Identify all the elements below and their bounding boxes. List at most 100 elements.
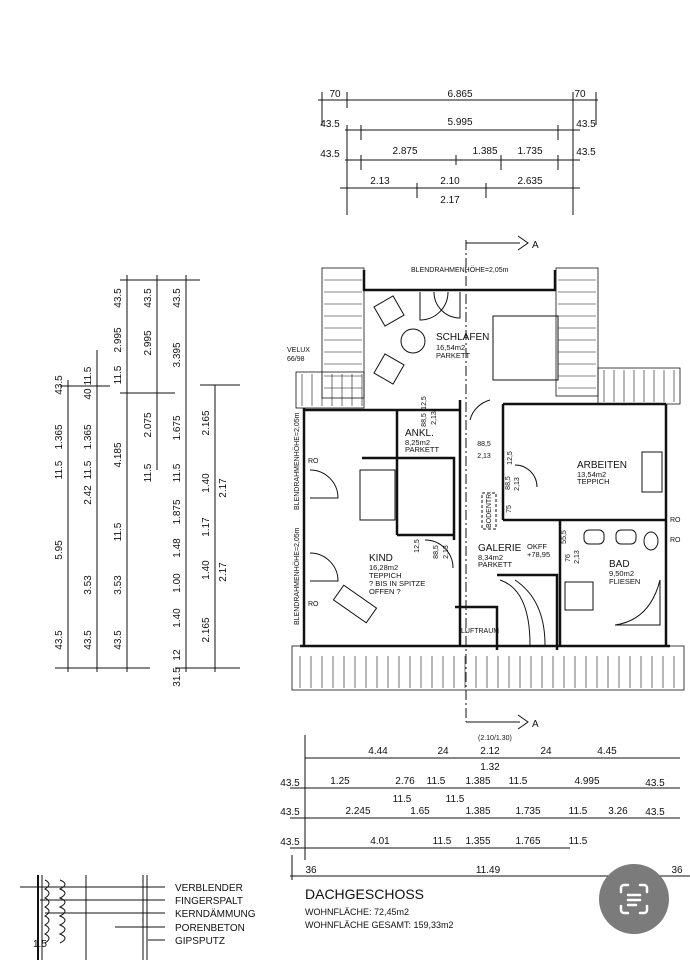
dimension-label: 1.385 [472, 146, 497, 157]
dimension-label: 24 [540, 746, 552, 757]
dimension-label: 43.5 [645, 807, 665, 818]
dimension-label: 5.95 [54, 540, 65, 560]
dimension-label: 43.5 [113, 630, 124, 650]
dimension-label: 1.32 [480, 762, 500, 773]
dimension-label: 2,13 [477, 453, 491, 460]
dimension-label: 11.5 [427, 776, 446, 787]
dimension-label: 2.10 [440, 176, 460, 187]
dimension-label: 1.365 [54, 424, 65, 449]
dimension-label: 5.995 [447, 117, 472, 128]
dimension-label: 11.5 [172, 463, 183, 482]
dimension-label: 43.5 [83, 630, 94, 650]
okff-label: OKFF [527, 542, 547, 551]
dimension-label: 75 [506, 505, 513, 513]
living-area: WOHNFLÄCHE: 72,45m2 [305, 907, 409, 917]
dimension-label: 2,13 [514, 477, 521, 491]
room-note: OFFEN ? [369, 587, 401, 596]
dimension-label: 11.5 [143, 463, 154, 482]
dimension-label: 88,5 [505, 476, 512, 490]
dimension-label: 1.735 [515, 806, 540, 817]
dimension-label: 11.5 [113, 365, 124, 384]
dimension-label: 43.5 [645, 778, 665, 789]
dimension-label: 12,5 [414, 539, 421, 553]
dimension-label: 2.76 [395, 776, 415, 787]
dimension-label: 2.165 [201, 617, 212, 642]
room-name: GALERIE [478, 543, 522, 554]
dimension-label: 11.5 [433, 836, 452, 847]
room-arbeiten: ARBEITEN 13,54m2 TEPPICH [577, 460, 627, 486]
room-area: 16,54m2 [436, 343, 465, 352]
room-galerie: GALERIE 8,34m2 PARKETT OKFF +78,95 [478, 542, 550, 569]
dimension-label: 88,5 [421, 413, 428, 427]
room-area: 8,34m2 [478, 553, 503, 562]
section-marker-bottom: A [532, 719, 539, 730]
dimension-label: 1.48 [172, 538, 183, 558]
dimension-label: 2.165 [201, 410, 212, 435]
dimension-label: 31.5 [172, 667, 183, 687]
dimension-label: 2.075 [143, 412, 154, 437]
dimension-label: 2.42 [83, 485, 94, 505]
left-dimensions: 43.51.36511.55.9543.511.5401.36511.52.42… [54, 288, 229, 687]
dimension-label: 3.395 [172, 342, 183, 367]
dimension-label: 43.5 [280, 807, 300, 818]
dimension-label: 6.865 [447, 89, 472, 100]
dimension-label: 11.5 [83, 460, 94, 479]
blendrahmen-label-side-2: BLENDRAHMENHÖHE=2,05m [293, 527, 301, 625]
dimension-label: 4.995 [574, 776, 599, 787]
dimension-label: 70 [329, 89, 341, 100]
dimension-label: 2,13 [443, 545, 450, 559]
legend-dimension: 1.5 [33, 939, 47, 950]
luftraum-label: LUFTRAUM [461, 628, 499, 635]
room-kind: KIND 16,28m2 TEPPICH ? BIS IN SPITZE OFF… [369, 553, 425, 596]
room-bad: BAD 9,50m2 FLIESEN [609, 559, 640, 586]
dimension-label: 11.5 [569, 836, 588, 847]
dimension-label: 1.355 [465, 836, 490, 847]
velux-label: VELUX [287, 347, 310, 354]
room-name: KIND [369, 553, 393, 564]
dimension-label: 11.49 [476, 865, 501, 876]
dimension-label: 43.5 [280, 837, 300, 848]
room-floor: PARKETT [478, 560, 512, 569]
dimension-label: 3.26 [608, 806, 628, 817]
dimension-label: 4.01 [370, 836, 390, 847]
plan-title: DACHGESCHOSS [305, 886, 424, 902]
blendrahmen-label-top: BLENDRAHMENHÖHE=2,05m [411, 266, 509, 274]
room-floor: FLIESEN [609, 577, 640, 586]
dimension-label: 2.17 [218, 562, 229, 582]
legend-porenbeton: PORENBETON [175, 923, 245, 934]
dimension-label: 11.5 [569, 806, 588, 817]
dimension-label: 1.385 [465, 776, 490, 787]
dimension-label: 1.385 [465, 806, 490, 817]
dimension-label: 43.5 [54, 375, 65, 395]
dimension-label: 2.995 [113, 327, 124, 352]
room-floor: TEPPICH [577, 477, 610, 486]
dimension-label: 1.365 [83, 424, 94, 449]
dimension-label: 1.00 [172, 573, 183, 593]
section-marker-top: A [532, 240, 539, 251]
room-schlafen: SCHLAFEN 16,54m2 PARKETT [436, 332, 489, 360]
dimension-label: 12,5 [421, 396, 428, 410]
dimension-label: 2.635 [517, 176, 542, 187]
text-scan-button[interactable] [599, 864, 669, 934]
dimension-label: 24 [437, 746, 449, 757]
dimension-label: 3.53 [113, 575, 124, 595]
okff-value: +78,95 [527, 550, 550, 559]
bodentreppe-label: BODENTR. [486, 492, 493, 528]
dimension-label: 88,5 [433, 545, 440, 559]
living-area-total: WOHNFLÄCHE GESAMT: 159,33m2 [305, 920, 454, 930]
dimension-label: 1.40 [201, 560, 212, 580]
dimension-label: 2.245 [345, 806, 370, 817]
blendrahmen-label-side-1: BLENDRAHMENHÖHE=2,05m [293, 412, 301, 510]
velux-size: 66/98 [287, 356, 305, 363]
legend-verblender: VERBLENDER [175, 883, 243, 894]
dimension-label: 43.5 [320, 119, 340, 130]
dimension-label: 43.5 [113, 288, 124, 308]
ro-label: RO [308, 458, 319, 465]
dimension-label: 4.185 [113, 442, 124, 467]
dimension-label: 1.25 [330, 776, 350, 787]
dimension-label: 2.17 [440, 195, 460, 206]
dimension-label: 70 [574, 89, 586, 100]
